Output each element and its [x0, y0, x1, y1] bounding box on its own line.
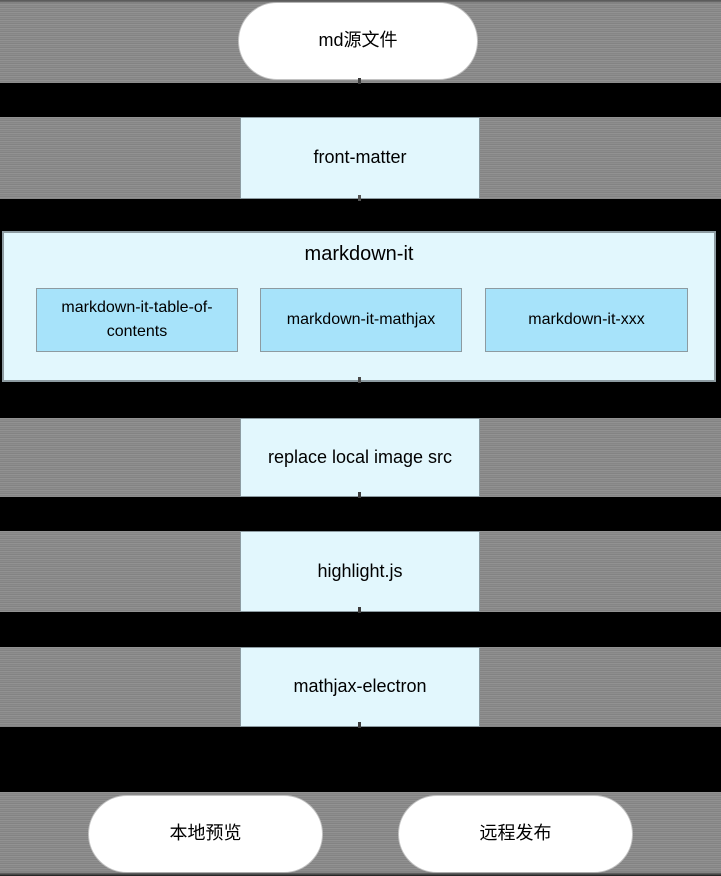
background-band-black	[0, 497, 721, 531]
connector-stub	[358, 492, 361, 498]
plugin-markdown-it-table-of-contents: markdown-it-table-of-contents	[36, 288, 238, 352]
terminal-local-preview: 本地预览	[88, 795, 323, 873]
background-band-black	[0, 612, 721, 647]
connector-stub	[358, 607, 361, 613]
container-markdown-it: markdown-it markdown-it-table-of-content…	[2, 231, 716, 382]
connector-stub	[358, 195, 361, 201]
node-front-matter: front-matter	[240, 117, 480, 199]
connector-stub	[358, 78, 361, 84]
markdown-it-title: markdown-it	[304, 243, 414, 265]
background-band-black	[0, 727, 721, 792]
node-md-source: md源文件	[238, 2, 478, 80]
plugin-markdown-it-xxx: markdown-it-xxx	[485, 288, 688, 352]
node-highlight-js: highlight.js	[240, 531, 480, 612]
plugin-markdown-it-mathjax: markdown-it-mathjax	[260, 288, 462, 352]
node-mathjax-electron: mathjax-electron	[240, 647, 480, 727]
terminal-remote-publish: 远程发布	[398, 795, 633, 873]
background-band-black	[0, 83, 721, 117]
connector-stub	[358, 377, 361, 383]
node-replace-local-image-src: replace local image src	[240, 418, 480, 497]
connector-stub	[358, 722, 361, 728]
